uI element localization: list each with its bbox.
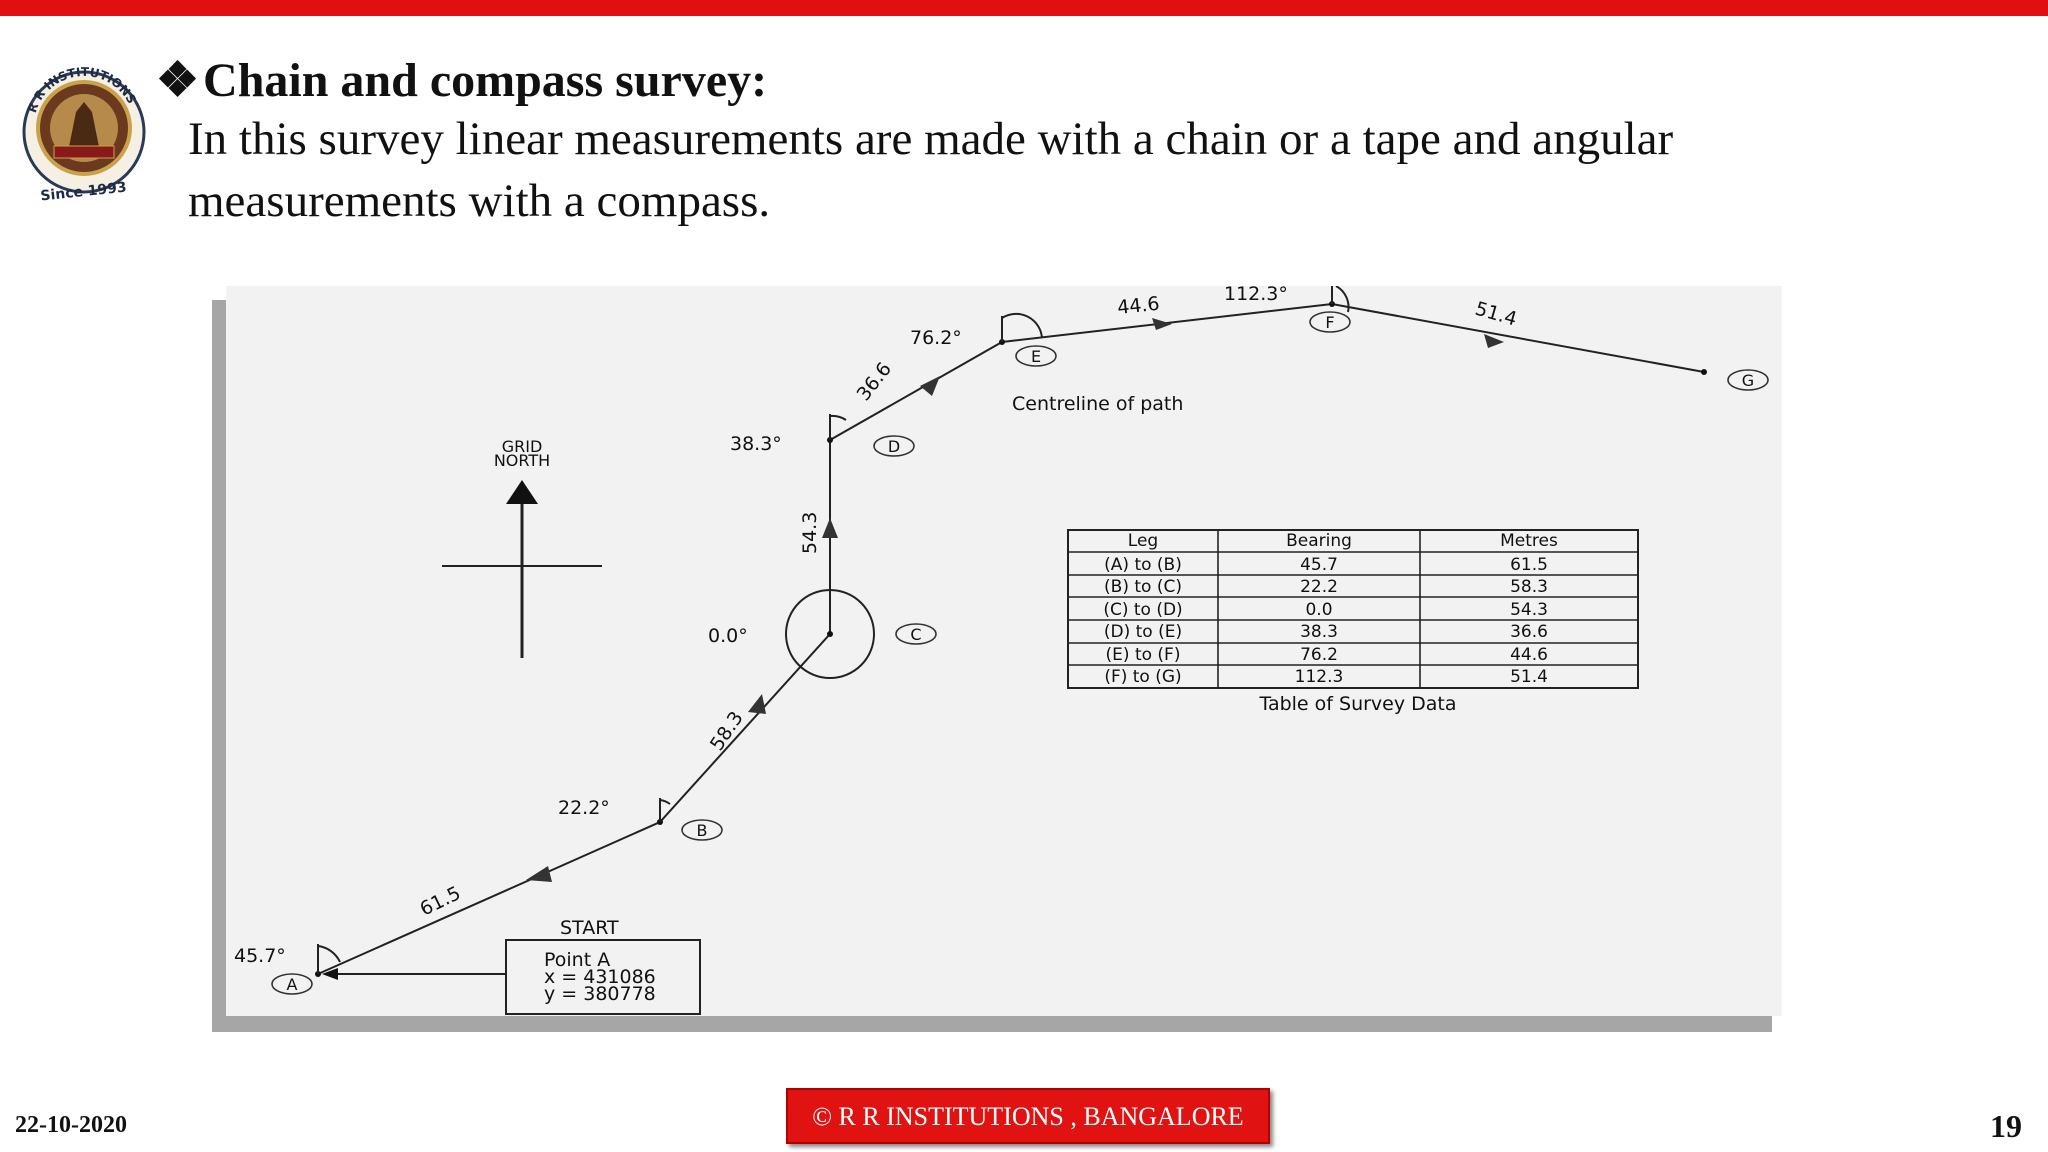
table-cell: 58.3 (1510, 577, 1548, 597)
leg-length-ef: 44.6 (1116, 293, 1160, 319)
slide-date: 22-10-2020 (15, 1112, 127, 1138)
table-header-metres: Metres (1500, 531, 1558, 551)
diamond-bullet-icon: ❖ (156, 54, 200, 107)
grid-north-label-1: GRID (502, 437, 543, 456)
angle-label-c: 0.0° (708, 625, 748, 647)
bearing-arcs (317, 286, 1350, 974)
centreline-label: Centreline of path (1012, 393, 1183, 415)
table-cell: 76.2 (1300, 645, 1338, 665)
point-label-b: B (697, 821, 708, 840)
point-label-e: E (1031, 347, 1041, 366)
leg-length-cd: 54.3 (799, 512, 821, 554)
start-box-line1: Point A (544, 949, 610, 971)
start-pointer-arrow (322, 968, 506, 980)
start-box-line2: x = 431086 (544, 966, 656, 988)
survey-diagram: 45.7° 22.2° 0.0° 38.3° 76.2° 112.3° 61.5… (234, 286, 1769, 1015)
point-label-a: A (287, 975, 298, 994)
angle-label-d: 38.3° (730, 433, 782, 455)
slide-title: ❖Chain and compass survey: (156, 52, 767, 108)
top-red-bar (0, 0, 2048, 16)
page-number: 19 (1990, 1108, 2022, 1144)
table-cell: (C) to (D) (1103, 600, 1182, 620)
angle-label-f: 112.3° (1224, 286, 1288, 305)
angle-label-a: 45.7° (234, 945, 286, 967)
table-cell: 54.3 (1510, 600, 1548, 620)
table-header-leg: Leg (1128, 531, 1158, 551)
leg-length-fg: 51.4 (1473, 298, 1520, 331)
table-cell: 45.7 (1300, 555, 1338, 575)
footer-text: © R R INSTITUTIONS , BANGALORE (812, 1102, 1244, 1131)
point-label-d: D (888, 437, 900, 456)
table-cell: 0.0 (1305, 600, 1332, 620)
table-caption: Table of Survey Data (1258, 693, 1456, 715)
angle-label-e: 76.2° (910, 327, 962, 349)
slide-body-text: In this survey linear measurements are m… (188, 113, 1674, 227)
angle-labels: 45.7° 22.2° 0.0° 38.3° 76.2° 112.3° (234, 286, 1288, 967)
table-cell: 36.6 (1510, 622, 1548, 642)
direction-arrows (526, 318, 1504, 882)
table-cell: 61.5 (1510, 555, 1548, 575)
table-cell: (B) to (C) (1104, 577, 1182, 597)
footer-banner: © R R INSTITUTIONS , BANGALORE (786, 1088, 1270, 1144)
grid-north-arrow-icon (442, 480, 602, 658)
traverse-path (317, 302, 1705, 975)
leg-length-labels: 61.5 58.3 54.3 36.6 44.6 51.4 (417, 293, 1520, 921)
point-label-c: C (910, 625, 921, 644)
point-markers (271, 311, 1769, 995)
leg-length-de: 36.6 (853, 358, 896, 405)
table-cell: 38.3 (1300, 622, 1338, 642)
leg-length-ab: 61.5 (417, 882, 465, 920)
point-label-g: G (1742, 371, 1754, 390)
table-cell: 112.3 (1295, 667, 1344, 687)
table-cell: 51.4 (1510, 667, 1548, 687)
survey-figure: 45.7° 22.2° 0.0° 38.3° 76.2° 112.3° 61.5… (226, 286, 1782, 1016)
start-box-line3: y = 380778 (544, 983, 656, 1005)
table-cell: (F) to (G) (1104, 667, 1181, 687)
table-cell: (D) to (E) (1104, 622, 1182, 642)
table-cell: (E) to (F) (1106, 645, 1181, 665)
angle-label-b: 22.2° (558, 797, 610, 819)
table-cell: 22.2 (1300, 577, 1338, 597)
slide-title-text: Chain and compass survey: (203, 54, 768, 107)
table-cell: (A) to (B) (1104, 555, 1182, 575)
institution-logo: R R INSTITUTIONS Since 1993 (18, 56, 150, 206)
table-header-bearing: Bearing (1286, 531, 1352, 551)
survey-data-table: Leg Bearing Metres (A) to (B) 45.7 61.5 … (1067, 529, 1639, 715)
start-label: START (560, 917, 619, 939)
point-label-f: F (1325, 313, 1334, 332)
table-cell: 44.6 (1510, 645, 1548, 665)
grid-north-label-2: NORTH (494, 451, 550, 470)
start-point-box (505, 939, 701, 1015)
